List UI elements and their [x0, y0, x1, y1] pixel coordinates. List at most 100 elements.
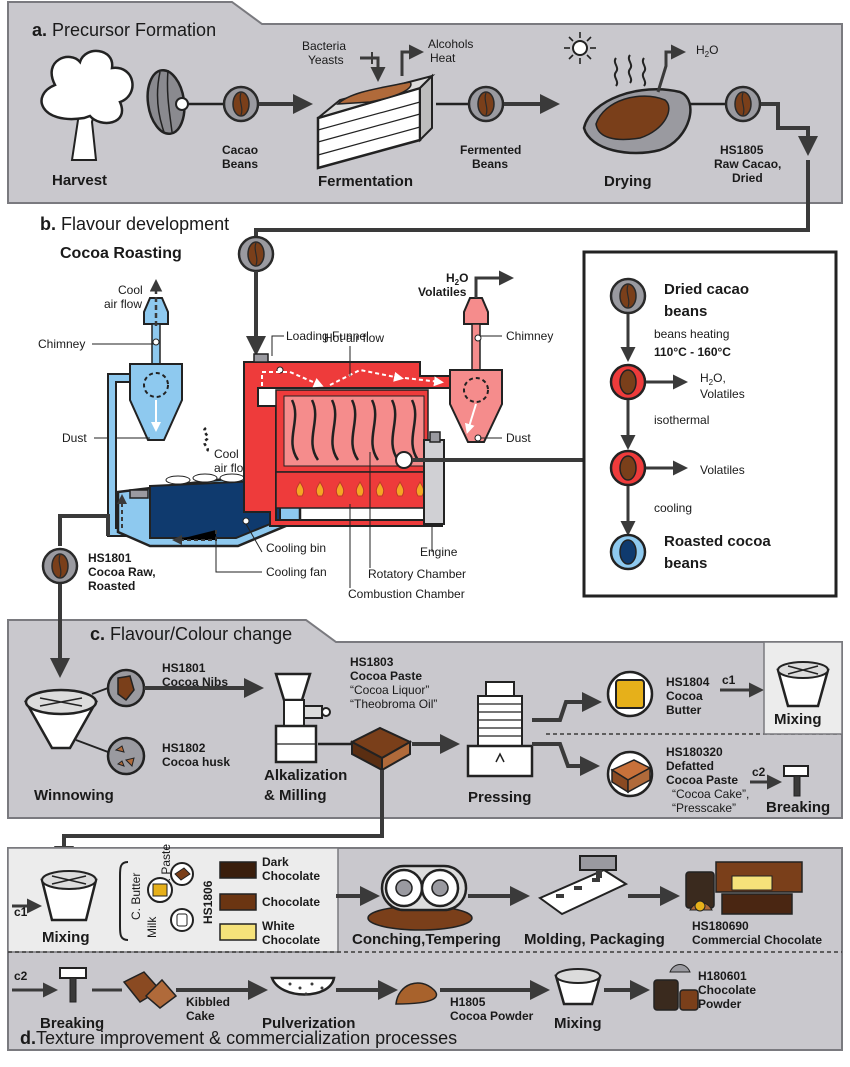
c-butter-label: C. Butter	[129, 873, 143, 920]
raw-cacao-bean-icon	[724, 85, 762, 123]
section-b-title: Flavour development	[61, 214, 229, 234]
c2-top-label: c2	[752, 765, 766, 779]
section-a-letter: a.	[32, 20, 47, 40]
cocoa-powder-icon	[395, 982, 438, 1005]
engine-label: Engine	[420, 545, 458, 559]
roasted-beans-label-1: Roasted cocoa	[664, 533, 771, 550]
ingredient-icons	[147, 862, 194, 932]
fermentation-box-icon	[316, 73, 436, 170]
roasted-label-1: HS1801	[88, 551, 132, 565]
powder-label-2: Cocoa Powder	[450, 1009, 534, 1023]
mixing-bottom-label: Mixing	[42, 929, 90, 946]
dust-left-label: Dust	[62, 431, 87, 445]
alcohols-label: Alcohols	[428, 37, 473, 51]
chimney-right-label: Chimney	[506, 329, 553, 343]
cooling-bin-label: Cooling bin	[266, 541, 326, 555]
choc-powder-label-1: H180601	[698, 969, 747, 983]
isothermal-stage-icon	[609, 449, 647, 487]
pulverizer-sieve-icon	[270, 976, 336, 996]
roasted-beans-label-2: beans	[664, 555, 707, 572]
dark-label-1: Dark	[262, 855, 289, 869]
white-label-1: White	[262, 919, 295, 933]
mixing-top-label: Mixing	[774, 711, 822, 728]
chocolate-label: Chocolate	[262, 895, 320, 909]
cocoa-butter-icon	[606, 670, 654, 718]
defatted-label-4: “Cocoa Cake”,	[672, 787, 749, 801]
svg-text:c. Flavour/Colour change: c. Flavour/Colour change	[90, 624, 292, 644]
winnowing-sieve-icon	[23, 688, 99, 750]
chimney-left-label: Chimney	[38, 337, 85, 351]
commercial-label-1: HS180690	[692, 919, 749, 933]
fermentation-label: Fermentation	[318, 173, 413, 190]
harvest-label: Harvest	[52, 172, 107, 189]
winnowing-label: Winnowing	[34, 787, 114, 804]
husk-label-1: HS1802	[162, 741, 206, 755]
husk-label-2: Cocoa husk	[162, 755, 230, 769]
loading-funnel-label: Loading Funnel	[286, 329, 369, 343]
left-chimney-icon	[129, 297, 183, 441]
nibs-label-2: Cocoa Nibs	[162, 675, 228, 689]
dried-beans-label-1: Dried cacao	[664, 281, 749, 298]
mixing-bowl-bottom-icon	[554, 968, 602, 1006]
conching-rollers-icon	[367, 864, 473, 931]
temp-range-label: 110°C - 160°C	[654, 345, 731, 359]
butter-label-1: HS1804	[666, 675, 710, 689]
c1-top-label: c1	[722, 673, 736, 687]
section-d-title: Texture improvement & commercialization …	[36, 1028, 457, 1048]
cool-air-mid-2: air flow	[214, 461, 252, 475]
volatiles-2-label: Volatiles	[700, 463, 745, 477]
section-c-title: Flavour/Colour change	[110, 624, 292, 644]
roaster-hot-air-flow	[261, 368, 444, 400]
cocoa-raw-roasted-bean-icon	[41, 547, 79, 585]
kibbled-label-2: Cake	[186, 1009, 215, 1023]
kibbled-label-1: Kibbled	[186, 995, 230, 1009]
section-b-letter: b.	[40, 214, 56, 234]
svg-text:a. Precursor Formation: a. Precursor Formation	[32, 20, 216, 40]
defatted-label-1: HS180320	[666, 745, 723, 759]
drying-pile-icon	[582, 88, 692, 155]
h2o-top-label: H2O	[696, 43, 718, 59]
section-d-letter: d.	[20, 1028, 36, 1048]
rotatory-chamber-label: Rotatory Chamber	[368, 567, 466, 581]
sun-icon	[564, 32, 596, 64]
cacao-pod-icon	[146, 68, 189, 136]
roasted-label-2: Cocoa Raw,	[88, 565, 156, 579]
kibbled-cake-icon	[122, 971, 178, 1009]
cocoa-husk-icon	[106, 736, 146, 776]
dust-right-label: Dust	[506, 431, 531, 445]
mixing-bowl-icon	[40, 870, 98, 922]
roasted-label-3: Roasted	[88, 579, 135, 593]
roast-input-bean-icon	[237, 235, 275, 273]
cacao-beans-label-2: Beans	[222, 157, 258, 171]
cacao-bean-icon	[222, 85, 260, 123]
hot-air-flow-label: Hot air flow	[324, 331, 384, 345]
cooling-stage-label: cooling	[654, 501, 692, 515]
cocoa-nibs-icon	[106, 668, 146, 708]
paste-label-2: Cocoa Paste	[350, 669, 422, 683]
h2o-stage-label: H2O,	[700, 371, 726, 387]
commercial-label-2: Commercial Chocolate	[692, 933, 822, 947]
mixing-top-box	[763, 641, 843, 735]
cooling-fan-label: Cooling fan	[266, 565, 327, 579]
cacao-beans-label-1: Cacao	[222, 143, 258, 157]
pressing-label: Pressing	[468, 789, 531, 806]
section-c-letter: c.	[90, 624, 105, 644]
heat-waves-icon	[613, 54, 647, 87]
paste-label-3: “Cocoa Liquor”	[350, 683, 429, 697]
press-machine-icon	[466, 681, 534, 778]
bacteria-label: Bacteria	[302, 39, 346, 53]
mixing-bottom2-label: Mixing	[554, 1015, 602, 1032]
alkalization-label-1: Alkalization	[264, 767, 347, 784]
combustion-chamber-label: Combustion Chamber	[348, 587, 465, 601]
hammer-icon-top	[783, 765, 809, 797]
raw-cacao-label-1: HS1805	[720, 143, 764, 157]
nibs-label-1: HS1801	[162, 661, 206, 675]
milk-label: Milk	[145, 916, 159, 938]
fermented-label-2: Beans	[472, 157, 508, 171]
butter-label-3: Butter	[666, 703, 702, 717]
cool-air-top-1: Cool	[118, 283, 143, 297]
pulverization-label: Pulverization	[262, 1015, 355, 1032]
paste-label-1: HS1803	[350, 655, 394, 669]
yeasts-label: Yeasts	[308, 53, 344, 67]
